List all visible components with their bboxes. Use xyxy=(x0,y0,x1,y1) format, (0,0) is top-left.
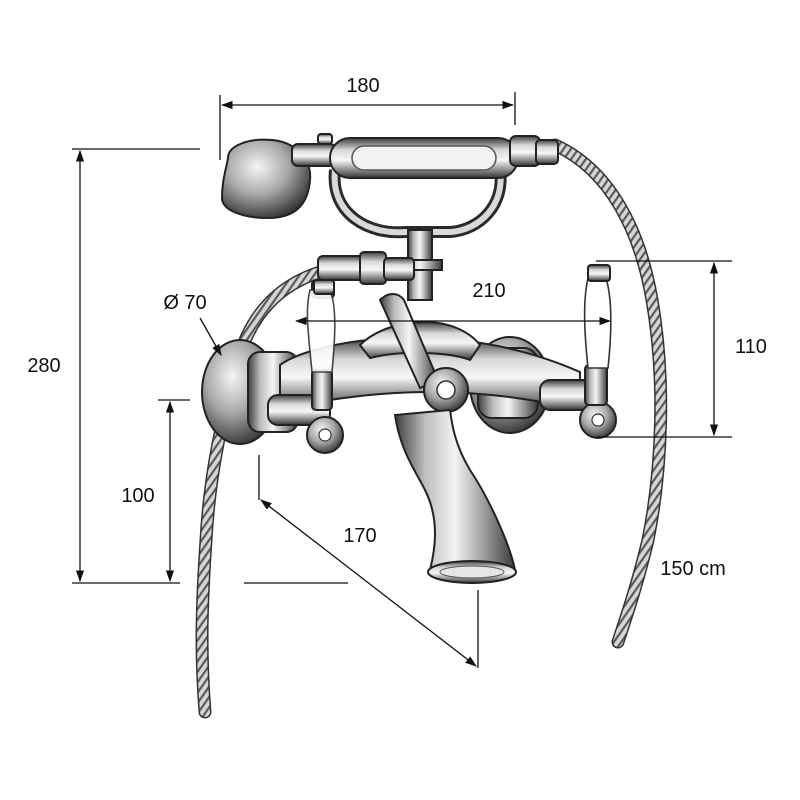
dimension-label-110: 110 xyxy=(735,336,767,358)
hose-connector xyxy=(311,251,415,299)
bath-spout xyxy=(393,408,517,584)
dimension-label-hose-length: 150 cm xyxy=(660,558,726,580)
left-valve-handle xyxy=(267,279,344,454)
dimension-label-diameter-70: Ø 70 xyxy=(163,292,206,314)
right-valve-handle xyxy=(539,264,617,439)
right-hose xyxy=(548,138,668,649)
dimension-label-180: 180 xyxy=(346,75,379,97)
dimension-lines xyxy=(72,92,732,668)
handshower xyxy=(220,133,559,220)
dimension-label-100: 100 xyxy=(121,485,154,507)
handshower-cradle xyxy=(328,169,507,301)
bath-mixer-illustration xyxy=(195,133,668,719)
left-hose xyxy=(195,265,327,719)
dimension-label-170: 170 xyxy=(343,525,376,547)
dimension-label-280: 280 xyxy=(27,355,60,377)
dimension-label-210: 210 xyxy=(472,280,505,302)
